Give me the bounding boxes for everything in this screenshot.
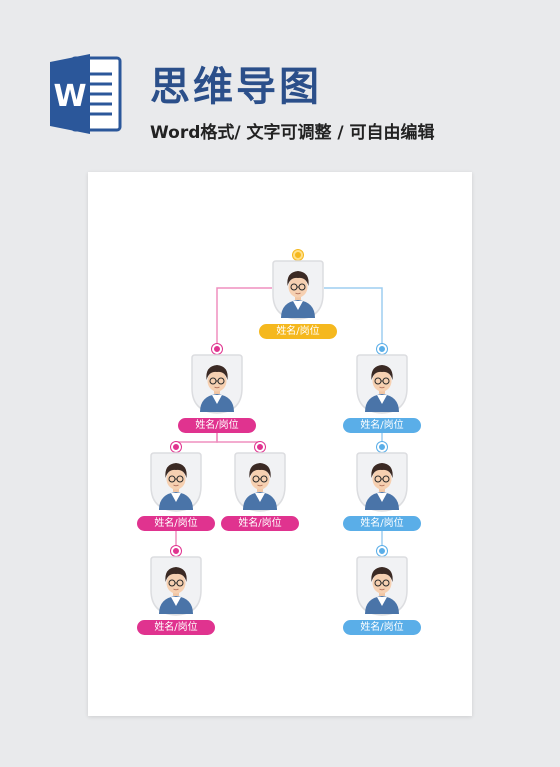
- page-subtitle: Word格式/ 文字可调整 / 可自由编辑: [150, 123, 435, 143]
- node-label[interactable]: 姓名/岗位: [137, 516, 215, 531]
- word-logo: W: [50, 50, 122, 138]
- word-document-icon: W: [50, 54, 122, 134]
- document-page: 姓名/岗位姓名/岗位姓名/岗位姓名/岗位姓名/岗位姓名/岗位姓名/岗位姓名/岗位: [88, 172, 472, 716]
- avatar-icon: [234, 452, 286, 512]
- logo-letter: W: [53, 79, 86, 114]
- node-label[interactable]: 姓名/岗位: [343, 418, 421, 433]
- org-node-right-2[interactable]: 姓名/岗位: [343, 442, 421, 542]
- org-node-left-1[interactable]: 姓名/岗位: [178, 344, 256, 444]
- node-label[interactable]: 姓名/岗位: [259, 324, 337, 339]
- avatar-icon: [356, 354, 408, 414]
- node-label[interactable]: 姓名/岗位: [137, 620, 215, 635]
- connector-dot: [171, 442, 181, 452]
- org-node-left-2a[interactable]: 姓名/岗位: [137, 442, 215, 542]
- connector-dot: [377, 442, 387, 452]
- avatar-icon: [150, 556, 202, 616]
- connector-dot: [212, 344, 222, 354]
- connector-line: [324, 287, 383, 349]
- connector-dot: [293, 250, 303, 260]
- avatar-icon: [356, 556, 408, 616]
- connector-dot: [377, 546, 387, 556]
- connector-dot: [377, 344, 387, 354]
- org-node-root[interactable]: 姓名/岗位: [259, 250, 337, 350]
- org-node-right-1[interactable]: 姓名/岗位: [343, 344, 421, 444]
- org-node-right-3[interactable]: 姓名/岗位: [343, 546, 421, 646]
- node-label[interactable]: 姓名/岗位: [221, 516, 299, 531]
- org-node-left-3[interactable]: 姓名/岗位: [137, 546, 215, 646]
- connector-dot: [255, 442, 265, 452]
- page-title: 思维导图: [150, 64, 322, 110]
- node-label[interactable]: 姓名/岗位: [178, 418, 256, 433]
- connector-dot: [171, 546, 181, 556]
- avatar-icon: [272, 260, 324, 320]
- avatar-icon: [191, 354, 243, 414]
- avatar-icon: [150, 452, 202, 512]
- node-label[interactable]: 姓名/岗位: [343, 620, 421, 635]
- node-label[interactable]: 姓名/岗位: [343, 516, 421, 531]
- org-node-left-2b[interactable]: 姓名/岗位: [221, 442, 299, 542]
- avatar-icon: [356, 452, 408, 512]
- connector-line: [216, 287, 272, 349]
